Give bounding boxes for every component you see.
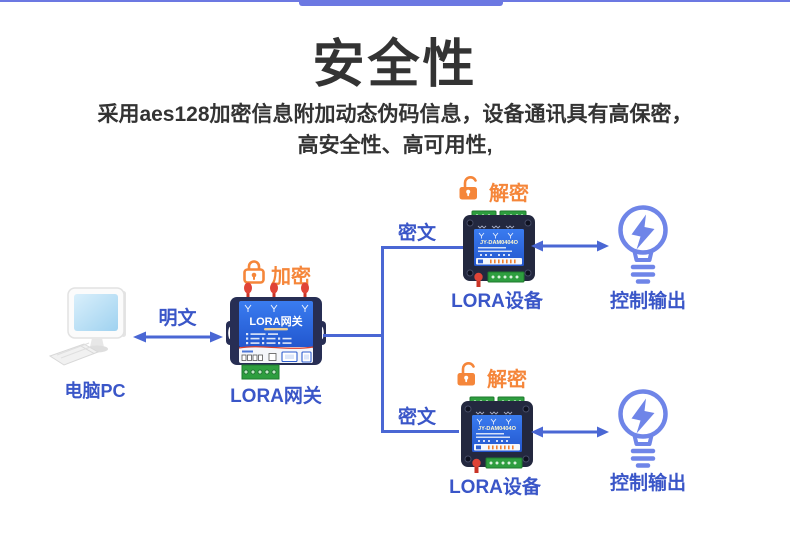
antenna-connector-icon: [476, 277, 481, 287]
lora-device-top: JY-DAM0404O: [463, 210, 535, 287]
pc-label: 电脑PC: [64, 381, 126, 401]
page-title: 安全性: [312, 36, 478, 94]
device-output-arrow-top: [531, 240, 609, 252]
decrypt-label-bottom: 解密: [487, 369, 527, 391]
plaintext-arrow: [133, 331, 223, 343]
wire-branch-top: [381, 246, 463, 249]
output-label-bottom: 控制输出: [609, 473, 686, 494]
gateway-label: LORA网关: [230, 386, 322, 407]
antenna-connector-icon: [474, 463, 479, 473]
lora-gateway-device: LORA网关: [226, 282, 326, 380]
encrypt-label: 加密: [271, 266, 311, 288]
device-model-text: JY-DAM0404O: [478, 426, 517, 432]
wire-branch-bottom: [381, 430, 459, 433]
lock-closed-icon: [243, 260, 265, 284]
topbar-segment: [299, 0, 503, 6]
ciphertext-label-bottom: 密文: [397, 407, 436, 428]
gateway-antenna-icons: [244, 282, 309, 299]
device-label-bottom: LORA设备: [449, 477, 541, 498]
subtitle-line-2: 高安全性、高可用性,: [297, 134, 493, 157]
ciphertext-label-top: 密文: [397, 223, 436, 244]
device-output-arrow-bottom: [531, 426, 609, 438]
gateway-panel-title: LORA网关: [249, 314, 302, 328]
device-model-text: JY-DAM0404O: [480, 240, 519, 246]
page-subtitle: 采用aes128加密信息附加动态伪码信息，设备通讯具有高保密， 高安全性、高可用…: [0, 99, 790, 161]
output-label-top: 控制输出: [609, 291, 686, 312]
lora-device-bottom: JY-DAM0404O: [461, 396, 533, 473]
computer-pc-icon: [48, 287, 126, 366]
wire-gateway-to-branch: [323, 334, 384, 337]
control-output-bulb-icon-bottom: [618, 389, 668, 468]
wire-branch-vertical: [381, 246, 384, 433]
lock-open-icon-top: [459, 176, 477, 200]
device-label-top: LORA设备: [451, 291, 543, 312]
control-output-bulb-icon-top: [618, 205, 668, 284]
plaintext-label: 明文: [158, 308, 197, 329]
decrypt-label-top: 解密: [489, 183, 529, 205]
lock-open-icon-bottom: [457, 362, 475, 386]
subtitle-line-1: 采用aes128加密信息附加动态伪码信息，设备通讯具有高保密，: [97, 103, 693, 126]
